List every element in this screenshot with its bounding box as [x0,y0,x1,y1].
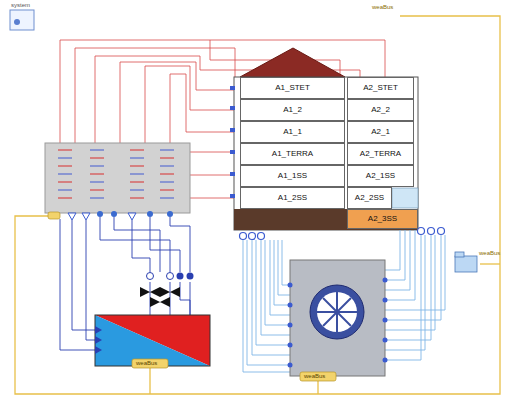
ventilation-unit [290,260,385,376]
heat-pump-outline [95,315,210,366]
room-name: A1_TERRA [272,150,313,158]
control-panel [45,143,190,213]
roof [240,48,345,77]
room-name: A1_STET [275,84,310,92]
room-name: A2_TERRA [360,150,401,158]
bus-name: weaBus [136,360,157,366]
weather-bus-wire [15,16,500,394]
room-name: A2_3SS [368,215,397,223]
room-box: A1_1 [240,121,345,143]
room-ports [230,86,235,198]
bus-name: weaBus [304,373,325,379]
weather-data-icon [455,256,477,272]
room-name: A1_2SS [278,194,307,202]
bus-connector [48,212,60,219]
room-box: A2_2 [347,99,414,121]
bus-name: weaBus [479,250,500,256]
room-box: A1_2SS [240,187,345,209]
room-box: A2_1 [347,121,414,143]
building-outline [234,77,418,230]
room-box: A1_1SS [240,165,345,187]
room-box: A1_TERRA [240,143,345,165]
building-fluid-ports [240,228,445,240]
room-detail [392,188,418,208]
room-name: A2_1 [371,128,390,136]
room-name: A2_1SS [366,172,395,180]
room-box: A1_STET [240,77,345,99]
heat-pump-hot [95,315,210,366]
heat-pump-inputs [95,326,102,354]
room-box: A2_3SS [347,209,418,229]
room-name: A1_1SS [278,172,307,180]
weather-data-icon [455,252,464,257]
room-name: A2_2 [371,106,390,114]
ventilation-ports [288,278,388,368]
room-name: A1_2 [283,106,302,114]
room-name: A2_STET [363,84,398,92]
model-name: system [11,2,30,8]
panel-fluid-ports [97,211,173,217]
room-name: A1_1 [283,128,302,136]
panel-port-marks [58,150,174,198]
room-box: A2_1SS [347,165,414,187]
room-name: A2_2SS [355,194,384,202]
bus-connector [300,372,336,381]
bus-connector [132,359,168,368]
room-box: A2_STET [347,77,414,99]
system-icon-dot [14,19,20,25]
bus-name: weaBus [372,4,393,10]
pump-symbol [140,273,194,308]
room-box: A2_TERRA [347,143,414,165]
system-icon [10,10,34,30]
room-box: A1_2 [240,99,345,121]
heat-pump-cold [95,315,210,366]
fan-symbol [310,285,364,339]
room-box: A2_2SS [347,187,392,209]
building-foundation [234,209,418,230]
